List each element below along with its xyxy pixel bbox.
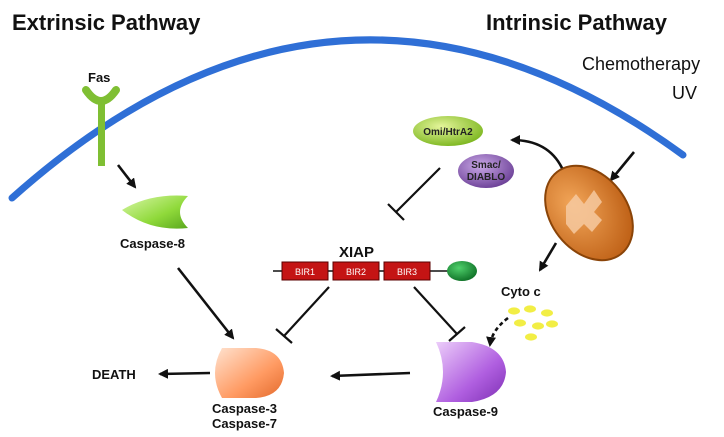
death-label: DEATH: [92, 367, 136, 382]
smac-diablo-shape: [458, 154, 514, 188]
intrinsic-pathway-title: Intrinsic Pathway: [486, 10, 668, 35]
mitochondrion-to-omi-arrow: [510, 135, 564, 169]
fas-receptor: [82, 86, 120, 166]
caspase3-shape: [215, 348, 284, 398]
bir3-label: BIR3: [397, 267, 417, 277]
cytoc-label: Cyto c: [501, 284, 541, 299]
cytoc-to-caspase9-arrow: [486, 316, 509, 347]
fas-to-caspase8-arrow: [116, 164, 137, 189]
stimulus-to-mitochondrion-arrow: [609, 151, 636, 182]
uv-label: UV: [672, 83, 697, 103]
cell-membrane: [8, 36, 687, 202]
mitochondrion: [544, 164, 634, 262]
xiap-inhibits-caspase9: [413, 286, 466, 342]
caspase9-label: Caspase-9: [433, 404, 498, 419]
caspase8-to-caspase3-arrow: [176, 267, 235, 340]
caspase8-shape: [122, 195, 188, 229]
extrinsic-pathway-title: Extrinsic Pathway: [12, 10, 201, 35]
xiap-label: XIAP: [339, 244, 374, 261]
xiap-protein: [273, 261, 477, 281]
caspase3-to-death-arrow: [158, 368, 211, 379]
omi-htra2-shape: [413, 116, 483, 146]
chemotherapy-label: Chemotherapy: [582, 54, 700, 74]
caspase7-label: Caspase-7: [212, 416, 277, 431]
bir2-label: BIR2: [346, 267, 366, 277]
bir1-label: BIR1: [295, 267, 315, 277]
xiap-inhibits-caspase3: [275, 286, 330, 344]
caspase8-label: Caspase-8: [120, 236, 185, 251]
caspase9-shape: [436, 342, 506, 402]
fas-label: Fas: [88, 70, 110, 85]
smac-label-line2: DIABLO: [467, 172, 506, 183]
caspase3-label: Caspase-3: [212, 401, 277, 416]
omi-htra2-label: Omi/HtrA2: [423, 127, 473, 138]
smac-omi-inhibit-xiap: [387, 167, 441, 221]
cytoc-molecules: [508, 305, 558, 341]
mitochondrion-to-cytoc-arrow: [538, 242, 558, 272]
smac-label-line1: Smac/: [471, 160, 501, 171]
caspase9-to-caspase3-arrow: [330, 370, 411, 381]
